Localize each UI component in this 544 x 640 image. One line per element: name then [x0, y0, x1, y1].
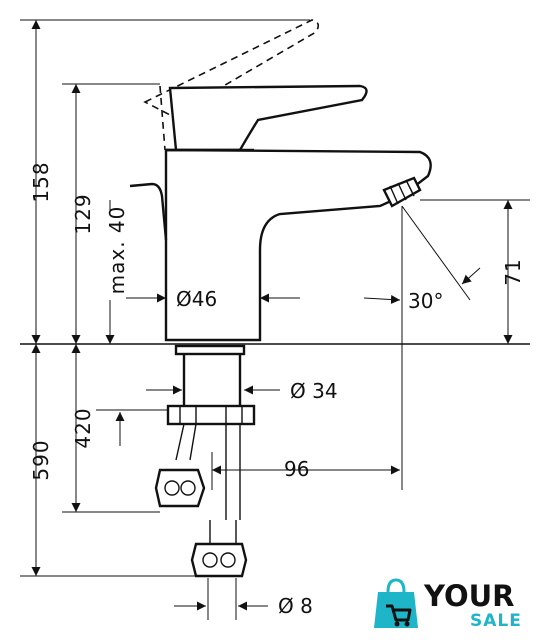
- fixing-nut: [166, 404, 256, 426]
- hose-fitting-bottom: [190, 542, 248, 578]
- lever-closed-position: [168, 84, 368, 152]
- your-sale-logo: YOUR SALE: [374, 578, 522, 631]
- label-diameter-34: Ø 34: [290, 379, 338, 403]
- dimension-96: 96: [211, 452, 400, 490]
- popup-rod: [129, 182, 168, 241]
- faucet-body: [164, 148, 432, 342]
- dimension-158: 158: [29, 20, 53, 344]
- dimension-diameter-46: Ø46: [126, 287, 300, 311]
- label-129: 129: [71, 193, 95, 234]
- faucet-shank: [174, 344, 246, 406]
- dimension-diameter-8: Ø 8: [174, 578, 313, 620]
- label-diameter-46: Ø46: [176, 287, 217, 311]
- dimension-590: 590: [20, 344, 196, 577]
- dimension-diameter-34: Ø 34: [146, 379, 338, 403]
- hose-fitting-left: [154, 468, 206, 508]
- label-angle-30: 30°: [408, 289, 443, 313]
- label-590: 590: [29, 439, 53, 480]
- logo-word-your: YOUR: [423, 579, 515, 613]
- lever-open-position: [143, 19, 320, 151]
- dimension-max-40: max. 40: [105, 200, 129, 344]
- label-diameter-8: Ø 8: [278, 594, 313, 618]
- shopping-bag-icon: [374, 578, 418, 628]
- dimension-420: 420: [62, 344, 168, 513]
- dimension-71: 71: [501, 200, 525, 344]
- label-158: 158: [29, 161, 53, 202]
- dimension-angle-30: 30°: [363, 205, 481, 490]
- label-71: 71: [501, 258, 525, 285]
- label-96: 96: [284, 457, 309, 481]
- label-420: 420: [71, 407, 95, 448]
- dimension-129: 129: [71, 84, 95, 344]
- label-max-40: max. 40: [105, 206, 129, 295]
- logo-word-sale: SALE: [470, 611, 522, 631]
